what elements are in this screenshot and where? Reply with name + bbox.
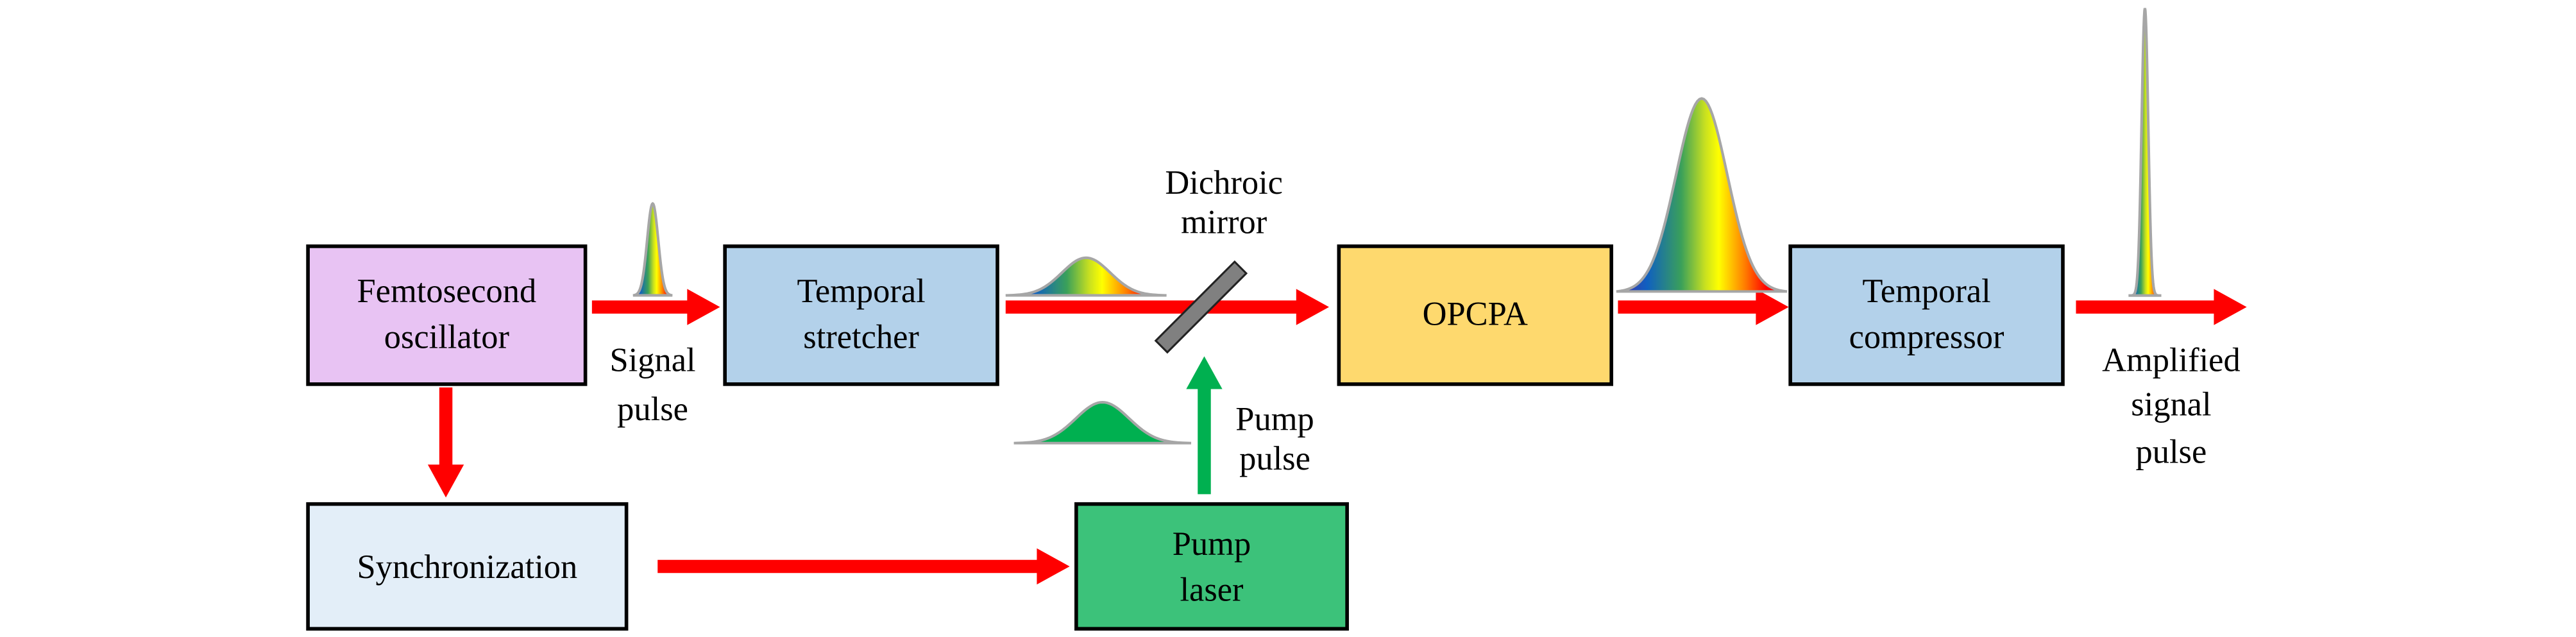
arrow-pump-to-mirror xyxy=(1186,356,1223,495)
block-label: oscillator xyxy=(384,319,509,356)
temporal-compressor-block: Temporal compressor xyxy=(1788,244,2065,386)
arrow-opcpa-to-compressor xyxy=(1618,289,1789,325)
arrow-shape xyxy=(591,289,720,325)
synchronization-block: Synchronization xyxy=(306,502,629,631)
label-line: pulse xyxy=(2136,434,2207,471)
block-fill xyxy=(1074,502,1349,631)
block-label: compressor xyxy=(1849,319,2004,356)
amplified-signal-pulse-label: Amplified signal pulse xyxy=(2102,341,2241,470)
block-label: laser xyxy=(1180,572,1243,609)
label-line: Dichroic xyxy=(1165,164,1283,201)
block-fill xyxy=(1788,244,2065,386)
arrow-shape xyxy=(1618,289,1789,325)
block-fill xyxy=(723,244,999,386)
label-line: Pump xyxy=(1235,401,1314,438)
label-line: Amplified xyxy=(2102,341,2241,378)
block-fill xyxy=(1337,244,1613,386)
dichroic-mirror-label: Dichroic mirror xyxy=(1165,164,1283,241)
dichroic-mirror xyxy=(1154,260,1248,354)
block-label: Pump xyxy=(1173,525,1251,563)
arrow-compressor-output xyxy=(2076,289,2247,325)
pump-laser-block: Pump laser xyxy=(1074,502,1349,631)
block-label: Temporal xyxy=(797,273,925,310)
arrow-oscillator-to-stretcher xyxy=(591,289,720,325)
label-line: pulse xyxy=(617,391,688,428)
opcpa-block: OPCPA xyxy=(1337,244,1613,386)
seed-pulse-icon xyxy=(632,201,673,297)
temporal-stretcher-block: Temporal stretcher xyxy=(723,244,999,386)
amplified-chirped-pulse-icon xyxy=(1616,97,1788,293)
block-label: Femtosecond xyxy=(357,273,537,310)
label-line: Signal xyxy=(610,341,696,378)
arrow-shape xyxy=(1005,289,1329,325)
block-fill xyxy=(306,502,629,631)
block-label: OPCPA xyxy=(1423,296,1528,333)
block-label: Temporal xyxy=(1862,273,1990,310)
block-label: stretcher xyxy=(803,319,919,356)
arrow-shape xyxy=(1186,356,1223,495)
arrow-oscillator-to-sync xyxy=(427,387,464,498)
block-label: Synchronization xyxy=(357,548,577,586)
label-line: signal xyxy=(2131,386,2211,423)
pump-pulse-icon xyxy=(1013,400,1192,445)
signal-pulse-label: Signal pulse xyxy=(610,341,696,428)
arrow-shape xyxy=(427,387,464,498)
compressed-pulse-icon xyxy=(2128,8,2162,297)
arrow-stretcher-to-opcpa xyxy=(1005,289,1329,325)
label-line: mirror xyxy=(1181,203,1267,241)
stretched-pulse-icon xyxy=(1005,256,1167,297)
arrow-shape xyxy=(657,548,1070,585)
label-line: pulse xyxy=(1239,440,1310,477)
arrow-shape xyxy=(2076,289,2247,325)
pump-pulse-label: Pump pulse xyxy=(1235,401,1314,477)
block-fill xyxy=(306,244,588,386)
arrow-sync-to-pump-laser xyxy=(657,548,1070,585)
femtosecond-oscillator-block: Femtosecond oscillator xyxy=(306,244,588,386)
